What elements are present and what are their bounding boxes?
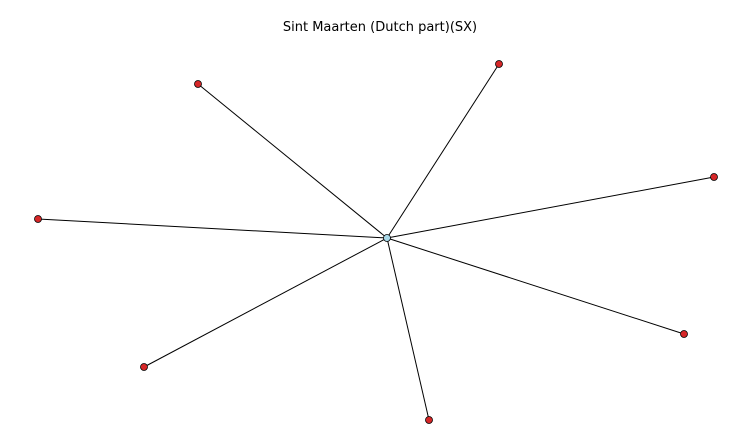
- graph-edge: [386, 237, 685, 335]
- graph-edge: [386, 237, 430, 421]
- leaf-node: [495, 60, 503, 68]
- leaf-node: [140, 363, 148, 371]
- edges: [37, 63, 715, 421]
- graph-edge: [386, 63, 500, 239]
- leaf-node: [34, 215, 42, 223]
- leaf-node: [710, 173, 718, 181]
- graph-edge: [37, 218, 388, 239]
- center-node: [383, 234, 391, 242]
- nodes: [34, 60, 718, 424]
- leaf-node: [425, 416, 433, 424]
- graph-title: Sint Maarten (Dutch part)(SX): [282, 20, 478, 35]
- graph-edge: [386, 176, 715, 239]
- graph-edge: [197, 83, 388, 239]
- leaf-node: [194, 80, 202, 88]
- leaf-node: [680, 330, 688, 338]
- graph-edge: [143, 237, 388, 368]
